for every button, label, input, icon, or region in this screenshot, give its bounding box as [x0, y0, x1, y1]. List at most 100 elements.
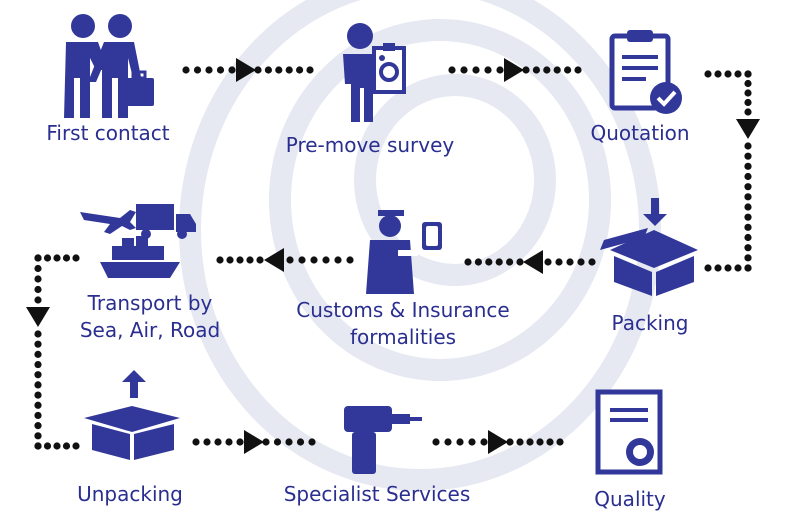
connector-dot	[34, 422, 42, 430]
connector-dot	[724, 70, 732, 78]
connector-dot	[522, 66, 530, 74]
connector-dot	[472, 66, 480, 74]
connector-dot	[744, 172, 752, 181]
connector-dot	[744, 70, 752, 78]
connector-dot	[734, 264, 742, 272]
connector-dot	[296, 66, 304, 74]
connector-dot	[744, 108, 752, 116]
connector-dot	[262, 438, 270, 446]
connector-dot	[225, 438, 233, 446]
connector-dot	[744, 89, 752, 97]
connector-dot	[555, 258, 563, 266]
connector-dot	[298, 256, 306, 264]
connector-dot	[264, 66, 272, 74]
process-diagram	[26, 0, 760, 491]
connector-dot	[577, 258, 585, 266]
connector-dot	[734, 70, 742, 78]
connector-dot	[546, 438, 554, 446]
connector-dot	[516, 438, 524, 446]
clipboard-check-icon	[609, 30, 682, 114]
certificate-icon	[595, 389, 663, 475]
connector-dot	[236, 438, 244, 446]
transport-icon	[80, 204, 196, 278]
connector-dot	[744, 162, 752, 170]
connector-dot	[34, 432, 42, 440]
connector-dot	[506, 438, 514, 446]
connector-dot	[34, 264, 42, 273]
connector-dot	[744, 152, 752, 160]
connector-dot	[34, 275, 42, 283]
connector-dot	[334, 256, 342, 264]
connector-dot	[744, 213, 752, 221]
connector-dot	[34, 442, 42, 450]
handshake-icon	[64, 14, 154, 118]
connector-dot	[536, 438, 544, 446]
connector-dot	[34, 330, 42, 338]
step-label-specialist-services: Specialist Services	[283, 482, 471, 506]
connector-dot	[744, 233, 752, 242]
connector-arrow-left	[523, 250, 543, 274]
connector-dot	[456, 438, 464, 446]
connector-dot	[34, 254, 42, 262]
connector-dot	[744, 142, 752, 150]
connector-dot	[34, 360, 42, 369]
connector-dot	[516, 258, 524, 266]
connector-dot	[346, 256, 354, 264]
connector-dot	[506, 258, 514, 266]
connector-dot	[34, 296, 42, 304]
connector-dot	[566, 258, 574, 266]
connector-dot	[275, 66, 283, 74]
connector-dot	[226, 256, 234, 264]
connector-dot	[216, 66, 225, 74]
connector-dot	[704, 70, 712, 78]
connector-dot	[744, 264, 752, 272]
connector-dot	[474, 258, 482, 266]
connector-dot	[34, 391, 42, 399]
connector-dot	[72, 254, 80, 262]
connector-dot	[205, 66, 213, 74]
connector-dot	[62, 442, 71, 450]
connector-dot	[53, 254, 61, 262]
connector-dot	[193, 66, 202, 74]
connector-dot	[448, 66, 456, 74]
connector-dot	[553, 66, 561, 74]
connector-dot	[72, 442, 80, 450]
step-label-quotation: Quotation	[590, 121, 690, 145]
connector-dot	[432, 438, 440, 446]
connector-dot	[574, 66, 582, 74]
connector-dot	[485, 258, 493, 266]
customs-officer-icon	[366, 210, 442, 294]
connector-dot	[256, 256, 264, 264]
connector-dot	[714, 264, 722, 272]
surveyor-icon	[343, 23, 406, 122]
connector-dot	[182, 66, 190, 74]
connector-dot	[34, 350, 42, 358]
connector-dot	[468, 438, 476, 446]
connector-dot	[34, 371, 42, 379]
connector-dot	[285, 66, 293, 74]
connector-dot	[496, 66, 504, 74]
connector-dot	[588, 258, 596, 266]
connector-dot	[543, 66, 551, 74]
connector-dot	[322, 256, 330, 264]
connector-dot	[236, 256, 244, 264]
connector-dot	[246, 256, 254, 264]
connector-dot	[273, 438, 282, 446]
connector-dot	[544, 258, 552, 266]
connector-dot	[192, 438, 200, 446]
connector-dot	[564, 66, 572, 74]
connector-dot	[285, 438, 293, 446]
step-label-customs-line1: Customs & Insurance	[296, 298, 510, 322]
connector-dot	[532, 66, 541, 74]
connector-dot	[495, 258, 503, 266]
connector-dot	[480, 438, 488, 446]
connector-arrow-down	[26, 307, 50, 327]
drill-icon	[344, 406, 422, 474]
connector-dot	[216, 256, 224, 264]
connector-arrow-right	[236, 58, 256, 82]
connector-dot	[214, 438, 222, 446]
connector-dot	[484, 66, 492, 74]
connector-dot	[526, 438, 534, 446]
connector-dot	[556, 438, 564, 446]
connector-arrow-right	[244, 430, 264, 454]
